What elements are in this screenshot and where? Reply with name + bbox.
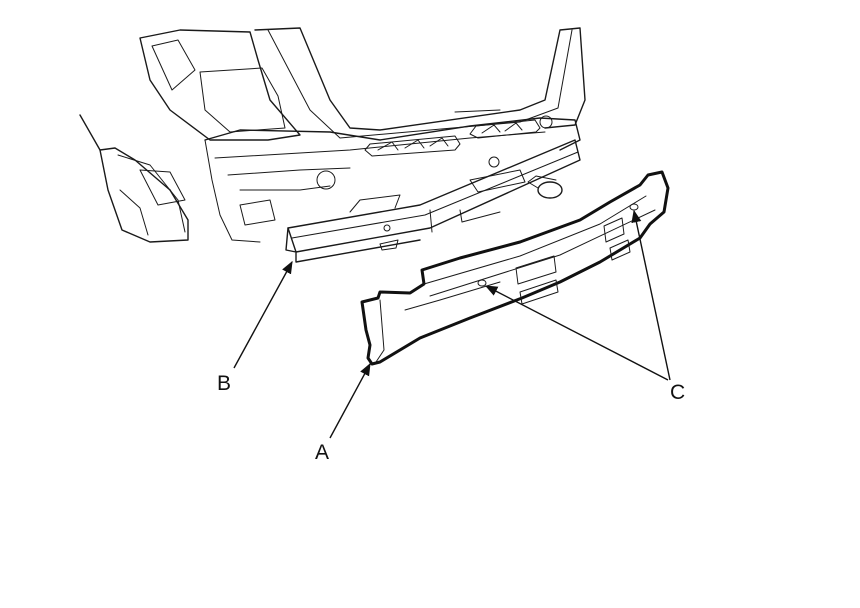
exhaust-tip — [537, 181, 563, 199]
rear-panel — [204, 117, 581, 151]
bumper-absorber — [360, 170, 670, 366]
callout-label-c: C — [670, 381, 685, 404]
vehicle-rear-body — [79, 27, 586, 263]
tailgate-opening — [254, 27, 586, 131]
absorber-pad-left — [515, 255, 557, 285]
absorber-outline — [360, 170, 670, 366]
left-tail-light — [139, 29, 301, 141]
leader-a — [329, 362, 371, 439]
leader-b — [233, 260, 293, 369]
callout-label-b: B — [217, 372, 231, 395]
absorber-pad-right — [603, 217, 625, 243]
leader-c-right — [631, 209, 671, 381]
absorber-hole-left — [477, 279, 487, 287]
callout-labels: B A C — [217, 372, 685, 464]
callout-label-a: A — [315, 441, 329, 464]
leader-c-left — [484, 285, 669, 381]
callout-leaders — [233, 209, 671, 439]
